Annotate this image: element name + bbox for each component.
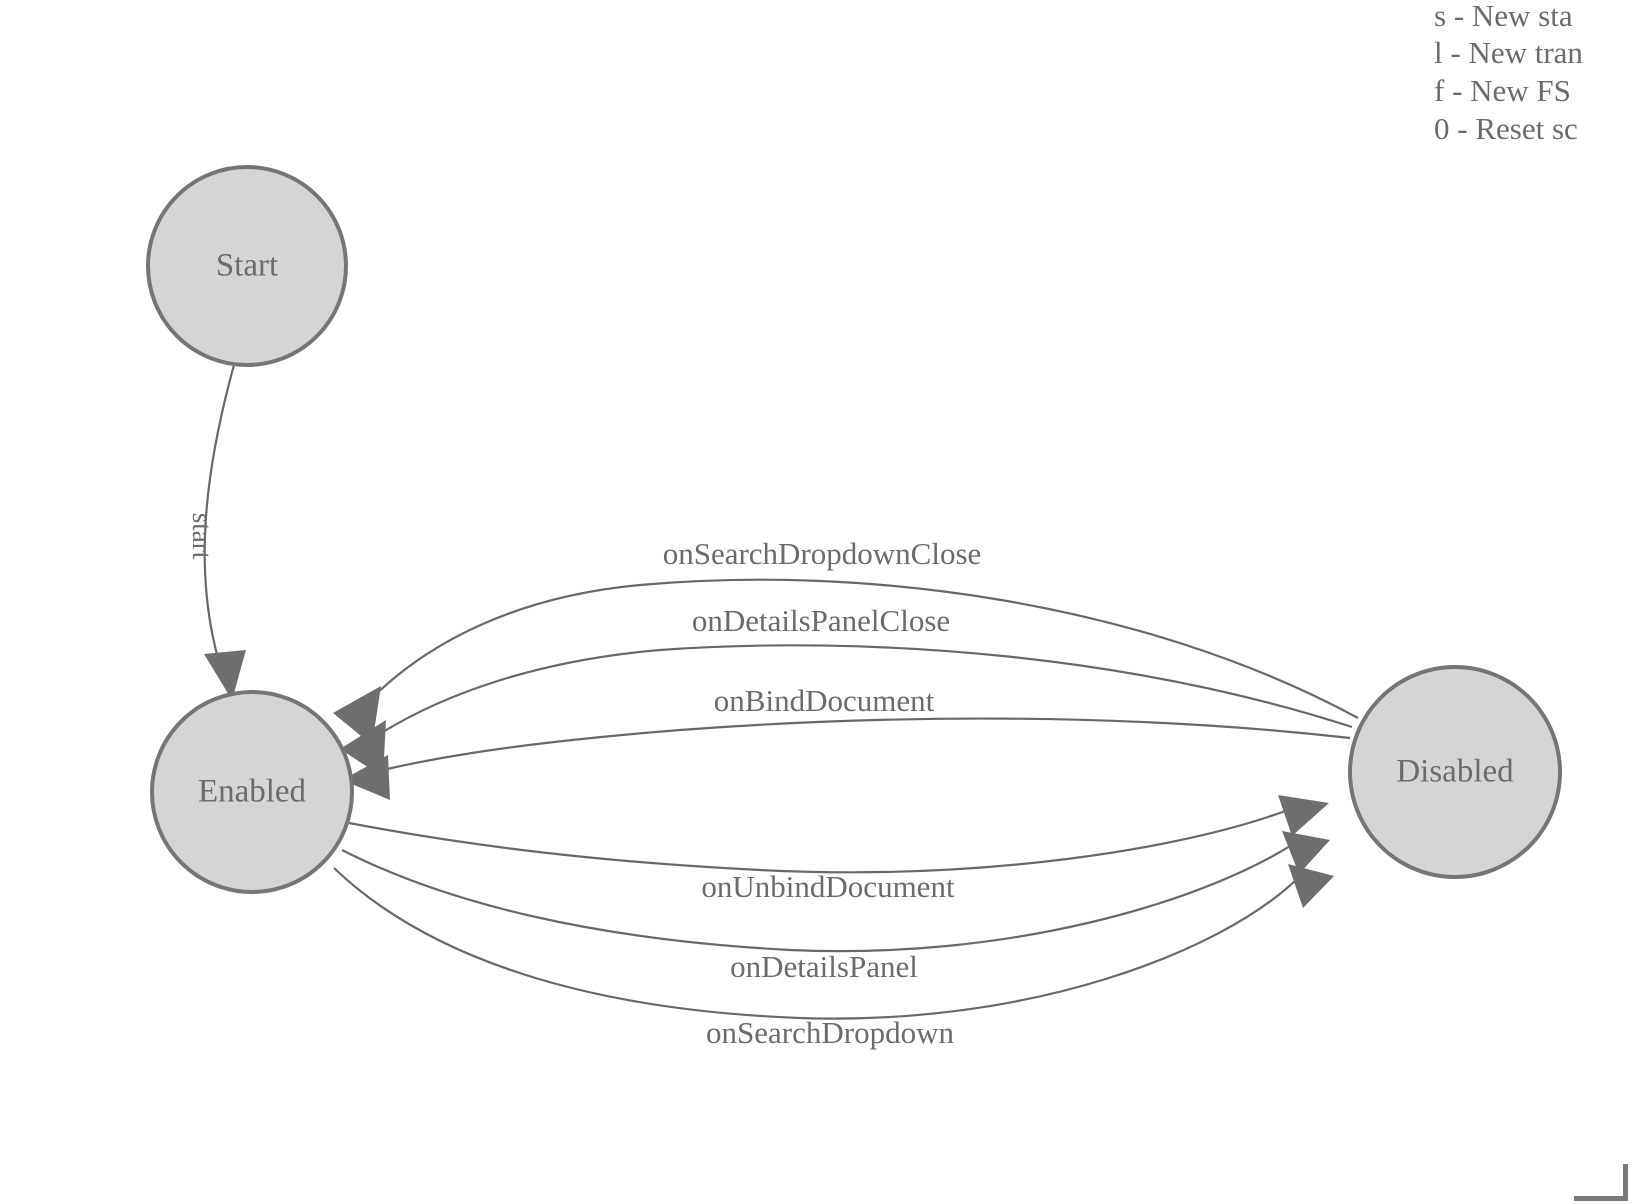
edge-path-onunbinddocument[interactable] <box>348 808 1289 874</box>
edge-path-start[interactable] <box>203 364 236 663</box>
node-enabled[interactable]: Enabled <box>150 690 354 894</box>
node-disabled[interactable]: Disabled <box>1348 665 1562 879</box>
edge-label-onunbinddocument: onUnbindDocument <box>701 869 955 904</box>
node-disabled-circle[interactable] <box>1348 665 1562 879</box>
edge-group-onunbinddocument[interactable] <box>348 795 1329 874</box>
node-start[interactable]: Start <box>146 165 348 367</box>
edge-path-ondetailspanel[interactable] <box>341 845 1291 953</box>
edge-path-onbinddocument[interactable] <box>382 717 1351 772</box>
edge-label-ondetailspanel: onDetailsPanel <box>730 949 918 984</box>
corner-bracket-vertical <box>1623 1164 1628 1200</box>
edge-label-onsearchdropdown: onSearchDropdown <box>706 1015 954 1050</box>
edge-arrowhead-onunbinddocument <box>1278 795 1329 836</box>
node-start-label: Start <box>216 248 278 284</box>
edge-path-ondetailspanelclose[interactable] <box>377 644 1353 736</box>
edge-arrowhead-ondetailspanel <box>1282 831 1330 874</box>
edge-label-onsearchdropdownclose: onSearchDropdownClose <box>663 536 982 571</box>
node-enabled-label: Enabled <box>198 774 307 810</box>
help-line-reset: 0 - Reset sc <box>1434 111 1578 146</box>
node-enabled-circle[interactable] <box>150 690 354 894</box>
help-line-new-transition: l - New tran <box>1434 35 1583 70</box>
edge-label-onbinddocument: onBindDocument <box>714 683 935 718</box>
help-line-new-fsm: f - New FS <box>1434 73 1571 108</box>
edge-path-onsearchdropdownclose[interactable] <box>369 578 1359 719</box>
edge-label-start: start <box>187 513 217 560</box>
edge-group-ondetailspanel[interactable] <box>341 831 1330 953</box>
edge-arrowhead-start <box>204 650 246 700</box>
edge-arrowhead-onsearchdropdownclose <box>333 686 381 745</box>
help-line-new-state: s - New sta <box>1434 0 1573 33</box>
edge-group-onbinddocument[interactable] <box>342 717 1351 800</box>
edge-arrowhead-onbinddocument <box>342 755 390 800</box>
edge-group-onsearchdropdownclose[interactable] <box>333 578 1359 745</box>
node-start-circle[interactable] <box>146 165 348 367</box>
edge-arrowhead-onsearchdropdown <box>1288 864 1334 908</box>
edge-group-start-to-enabled[interactable] <box>203 364 246 700</box>
node-disabled-label: Disabled <box>1396 754 1514 790</box>
resize-corner-bracket[interactable] <box>1574 1164 1632 1204</box>
corner-bracket-horizontal <box>1574 1196 1628 1201</box>
edge-group-onsearchdropdown[interactable] <box>333 864 1334 1020</box>
edge-path-onsearchdropdown[interactable] <box>333 867 1297 1020</box>
edge-label-ondetailspanelclose: onDetailsPanelClose <box>692 603 950 638</box>
